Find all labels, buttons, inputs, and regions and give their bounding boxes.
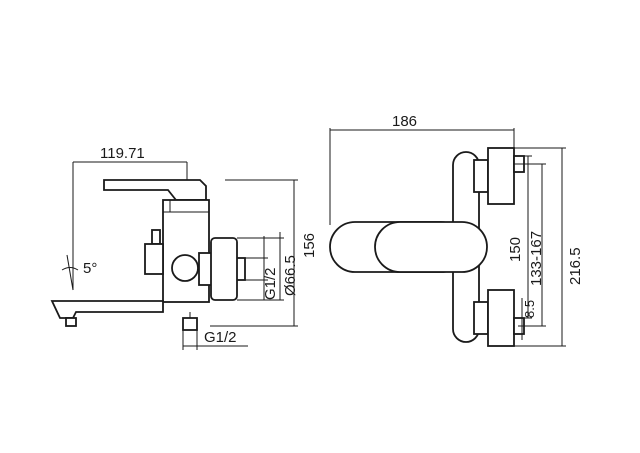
- flange-diameter-dimension: Ø66.5: [237, 232, 299, 301]
- width-value: 186: [392, 113, 417, 130]
- angle-value: 5°: [83, 260, 97, 277]
- side-view: 119.71: [50, 145, 318, 350]
- offset-value: 8.5: [522, 300, 537, 318]
- eccentric-range-value: 133-167: [528, 231, 545, 286]
- bottom-thread-dimension: G1/2: [182, 329, 248, 350]
- height-value: 156: [301, 233, 318, 258]
- bottom-thread-value: G1/2: [204, 329, 237, 346]
- width-dimension: 186: [329, 113, 515, 225]
- inlet-spacing-value: 150: [507, 237, 524, 262]
- bottom-outlet: [182, 317, 198, 331]
- upper-eccentric: [473, 147, 525, 205]
- wall-flange: [210, 237, 238, 301]
- lever-front: [329, 221, 488, 273]
- flange-diameter-value: Ø66.5: [282, 255, 299, 296]
- offset-dimension: 8.5: [514, 298, 537, 340]
- spout: [50, 300, 164, 327]
- lever-handle: [103, 179, 207, 201]
- inlet-thread-value: G1/2: [262, 267, 279, 300]
- front-view: 186 150: [329, 113, 584, 347]
- total-height-value: 216.5: [567, 247, 584, 285]
- inlet-thread-dimension: G1/2: [245, 236, 279, 300]
- height-dimension: 156: [210, 179, 318, 327]
- total-height-dimension: 216.5: [514, 147, 584, 347]
- mixer-body: [162, 199, 210, 303]
- diverter-knob: [144, 229, 164, 275]
- reach-value: 119.71: [100, 145, 145, 162]
- angle-dimension: 5°: [61, 245, 97, 291]
- inlet-spacing-dimension: 150: [507, 155, 532, 319]
- lower-eccentric: [473, 289, 525, 347]
